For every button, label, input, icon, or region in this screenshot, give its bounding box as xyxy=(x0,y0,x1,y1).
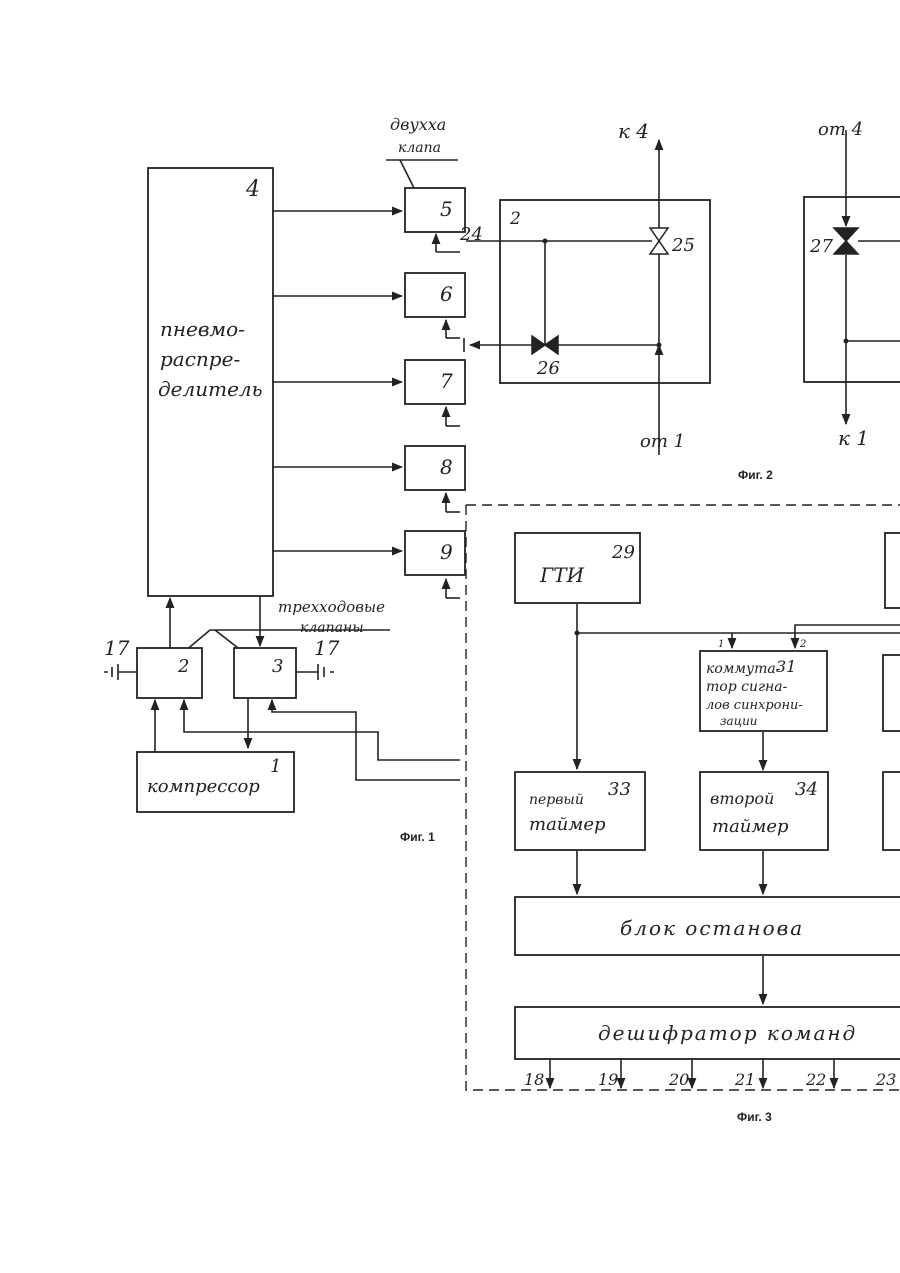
control-line-to-valve-2 xyxy=(184,700,460,760)
output-21: 21 xyxy=(734,1070,755,1089)
second-timer-line2: таймер xyxy=(712,816,789,837)
valve-5-number: 5 xyxy=(440,197,453,221)
valve-8-block xyxy=(405,446,465,490)
distributor-label-line3: делитель xyxy=(158,377,263,401)
three-way-valve-2-block xyxy=(137,648,202,698)
fig2-from-4-label: от 4 xyxy=(818,119,863,140)
fig2-valve-26-number: 26 xyxy=(536,358,560,379)
distributor-label-line2: распре- xyxy=(160,347,240,371)
three-way-valves-label-line2: клапаны xyxy=(300,620,364,636)
fig2-right-block xyxy=(804,197,900,382)
valve-5-block xyxy=(405,188,465,232)
valve-2-number: 2 xyxy=(177,656,189,677)
distributor-number: 4 xyxy=(245,177,260,202)
output-23: 23 xyxy=(875,1070,896,1089)
valve-7-block xyxy=(405,360,465,404)
valve-8-number: 8 xyxy=(440,455,453,479)
valve-3-number: 3 xyxy=(272,656,283,677)
commutator-line3: лов синхрони- xyxy=(706,698,803,713)
three-way-valves-label-line1: трехходовые xyxy=(278,598,385,616)
commutator-line2: тор сигна- xyxy=(706,679,788,695)
fig2-from-1-label: от 1 xyxy=(640,431,685,452)
fig1-caption: Фиг. 1 xyxy=(400,830,435,844)
output-20: 20 xyxy=(668,1070,689,1089)
compressor-number: 1 xyxy=(270,756,281,777)
valve-9-block xyxy=(405,531,465,575)
gti-number: 29 xyxy=(611,542,635,563)
output-18: 18 xyxy=(524,1070,544,1089)
valve-6-block xyxy=(405,273,465,317)
exhaust-17-right-symbol xyxy=(296,664,334,680)
first-timer-number: 33 xyxy=(608,779,631,800)
fig1-diagram: 4 пневмо- распре- делитель двухха клапа … xyxy=(104,115,465,844)
valve-6-number: 6 xyxy=(440,282,453,306)
decoder-outputs: 18 19 20 21 22 23 xyxy=(524,1059,896,1089)
fig2-diagram: 2 к 4 от 1 24 25 26 от 4 27 к 1 Фиг. 2 xyxy=(459,119,900,482)
commutator-tap-1: 1 xyxy=(718,639,724,650)
ref-17-right: 17 xyxy=(314,636,340,660)
fig2-input-24: 24 xyxy=(459,224,483,245)
commutator-number: 31 xyxy=(776,657,796,676)
compressor-label: компрессор xyxy=(147,776,260,797)
ref-17-left: 17 xyxy=(104,636,130,660)
stop-block-label: блок останова xyxy=(620,916,804,940)
fig2-valve-25-number: 25 xyxy=(671,235,695,256)
fig3-diagram: ГТИ 29 1 2 коммута- 31 тор сигна- лов си… xyxy=(466,505,900,1124)
two-way-valves-label-line2: клапа xyxy=(398,140,441,156)
three-way-valve-3-block xyxy=(234,648,296,698)
command-decoder-label: дешифратор команд xyxy=(598,1021,857,1045)
fig2-block-number: 2 xyxy=(509,209,521,229)
control-line-to-valve-3 xyxy=(272,700,460,780)
fig2-to-1-label: к 1 xyxy=(838,426,869,450)
commutator-tap-2: 2 xyxy=(799,639,806,650)
fig2-caption: Фиг. 2 xyxy=(738,468,773,482)
output-19: 19 xyxy=(598,1070,618,1089)
first-timer-line1: первый xyxy=(529,792,584,808)
valve-7-number: 7 xyxy=(440,369,453,393)
second-timer-line1: второй xyxy=(710,789,774,808)
fig2-block-2 xyxy=(500,200,710,383)
gti-label: ГТИ xyxy=(539,563,585,587)
output-22: 22 xyxy=(805,1070,826,1089)
commutator-line1: коммута- xyxy=(706,661,781,677)
first-timer-line2: таймер xyxy=(529,814,606,835)
second-timer-number: 34 xyxy=(795,779,818,800)
fig2-to-4-label: к 4 xyxy=(618,119,649,143)
fig2-valve-27-number: 27 xyxy=(809,236,833,257)
fig3-caption: Фиг. 3 xyxy=(737,1110,772,1124)
valve-9-number: 9 xyxy=(440,540,453,564)
commutator-line4: зации xyxy=(720,714,758,728)
distributor-label-line1: пневмо- xyxy=(160,317,245,341)
exhaust-17-left-symbol xyxy=(104,664,137,680)
two-way-valves-label-line1: двухха xyxy=(390,115,446,134)
